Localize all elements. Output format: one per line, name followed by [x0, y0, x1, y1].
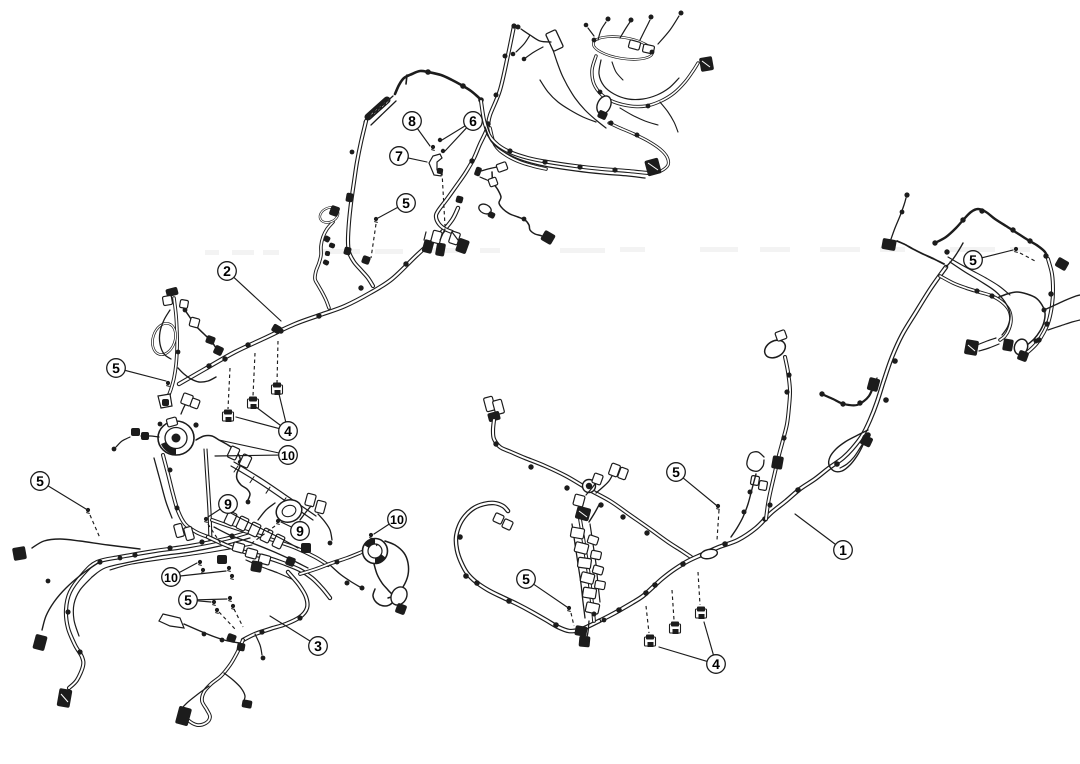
- svg-text:2: 2: [223, 263, 231, 279]
- svg-text:10: 10: [164, 571, 178, 585]
- svg-text:5: 5: [969, 252, 977, 268]
- svg-text:4: 4: [712, 656, 720, 672]
- svg-text:9: 9: [224, 496, 232, 512]
- svg-text:9: 9: [296, 523, 304, 539]
- svg-text:8: 8: [408, 113, 416, 129]
- svg-text:5: 5: [672, 464, 680, 480]
- svg-text:5: 5: [184, 592, 192, 608]
- svg-text:10: 10: [281, 449, 295, 463]
- svg-text:5: 5: [112, 360, 120, 376]
- svg-text:6: 6: [469, 113, 477, 129]
- svg-text:7: 7: [395, 148, 403, 164]
- svg-text:5: 5: [402, 195, 410, 211]
- svg-text:1: 1: [839, 542, 847, 558]
- svg-text:4: 4: [284, 423, 292, 439]
- svg-text:10: 10: [390, 513, 404, 527]
- svg-text:3: 3: [314, 638, 322, 654]
- svg-text:5: 5: [36, 473, 44, 489]
- svg-text:5: 5: [522, 571, 530, 587]
